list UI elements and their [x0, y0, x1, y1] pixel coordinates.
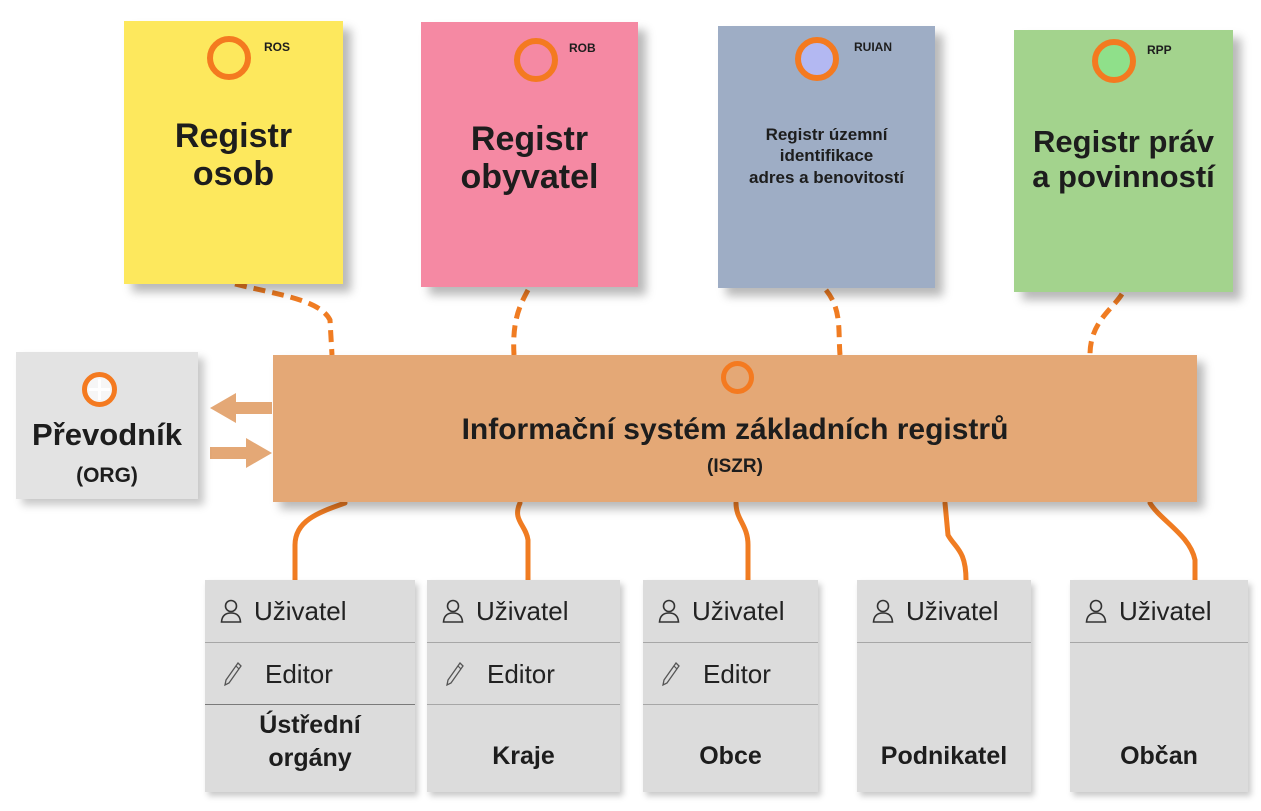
user-group-name: Občan: [1120, 742, 1198, 770]
role-editor: Editor: [205, 643, 415, 705]
connector-iszr-obce: [733, 500, 751, 583]
user-group-ustredni-organy: Uživatel Editor Ústřední orgány: [205, 580, 415, 792]
user-group-obcan: Uživatel Občan: [1070, 580, 1248, 792]
orange-ring-icon: [1092, 39, 1136, 83]
connector-rob-iszr: [511, 288, 531, 356]
connector-ros-iszr: [234, 281, 335, 356]
role-label: Uživatel: [476, 595, 569, 626]
registry-rpp: RPP Registr práv a povinností: [1014, 30, 1233, 292]
divider: [1070, 642, 1248, 643]
divider: [427, 704, 620, 705]
divider: [427, 642, 620, 643]
converter-title: Převodník: [32, 417, 182, 452]
divider: [857, 642, 1031, 643]
role-label: Uživatel: [254, 595, 347, 626]
crosshair-ring-icon: [82, 372, 117, 407]
role-label: Editor: [703, 658, 771, 689]
iszr-title: Informační systém základních registrů: [461, 413, 1009, 446]
connector-iszr-kraje: [515, 500, 531, 583]
user-group-name: Podnikatel: [880, 742, 1008, 770]
user-group-name: Obce: [699, 742, 762, 770]
registry-title: Registr územní identifikace adres a beno…: [749, 125, 904, 187]
orange-ring-icon: [795, 37, 839, 81]
registry-abbr: ROS: [264, 40, 291, 54]
pencil-icon: [446, 661, 464, 687]
registry-ruian: RUIAN Registr územní identifikace adres …: [718, 26, 935, 288]
orange-ring-icon: [514, 38, 558, 82]
role-user: Uživatel: [427, 580, 620, 642]
orange-ring-icon: [207, 36, 251, 80]
divider: [205, 642, 415, 643]
role-label: Editor: [265, 658, 333, 689]
role-editor: Editor: [643, 643, 818, 705]
registry-ros: ROS Registr osob: [124, 21, 343, 284]
role-user: Uživatel: [857, 580, 1031, 642]
user-icon: [1085, 599, 1107, 623]
registry-title: Registr obyvatel: [460, 120, 599, 197]
user-icon: [220, 599, 242, 623]
connector-rpp-iszr: [1087, 292, 1125, 356]
pencil-icon: [224, 661, 242, 687]
role-user: Uživatel: [1070, 580, 1248, 642]
role-label: Uživatel: [692, 595, 785, 626]
user-group-name: Ústřední orgány: [259, 711, 361, 772]
registry-title: Registr osob: [174, 117, 293, 194]
user-icon: [872, 599, 894, 623]
iszr-box: Informační systém základních registrů (I…: [273, 355, 1197, 502]
connector-ruian-iszr: [823, 288, 843, 356]
converter-abbr: (ORG): [76, 464, 138, 487]
role-editor: Editor: [427, 643, 620, 705]
connector-iszr-ustredni: [292, 500, 348, 583]
user-group-name: Kraje: [492, 742, 555, 770]
role-label: Uživatel: [1119, 595, 1212, 626]
connector-iszr-obcan: [1147, 500, 1198, 583]
registry-abbr: RUIAN: [854, 40, 892, 54]
role-label: Editor: [487, 658, 555, 689]
user-icon: [658, 599, 680, 623]
arrow-to-iszr: [210, 438, 272, 468]
role-label: Uživatel: [906, 595, 999, 626]
user-group-kraje: Uživatel Editor Kraje: [427, 580, 620, 792]
role-user: Uživatel: [205, 580, 415, 642]
divider: [643, 704, 818, 705]
user-group-podnikatel: Uživatel Podnikatel: [857, 580, 1031, 792]
registry-title: Registr práv a povinností: [1032, 124, 1215, 194]
converter-box: Převodník (ORG): [16, 352, 198, 499]
role-user: Uživatel: [643, 580, 818, 642]
divider: [205, 704, 415, 705]
registry-rob: ROB Registr obyvatel: [421, 22, 638, 287]
user-icon: [442, 599, 464, 623]
arrow-to-converter: [210, 393, 272, 423]
pencil-icon: [662, 661, 680, 687]
registry-abbr: ROB: [569, 41, 596, 55]
orange-ring-icon: [721, 361, 754, 394]
iszr-abbr: (ISZR): [707, 456, 763, 477]
registry-abbr: RPP: [1147, 43, 1172, 57]
divider: [643, 642, 818, 643]
user-group-obce: Uživatel Editor Obce: [643, 580, 818, 792]
connector-iszr-podnikatel: [942, 500, 969, 583]
